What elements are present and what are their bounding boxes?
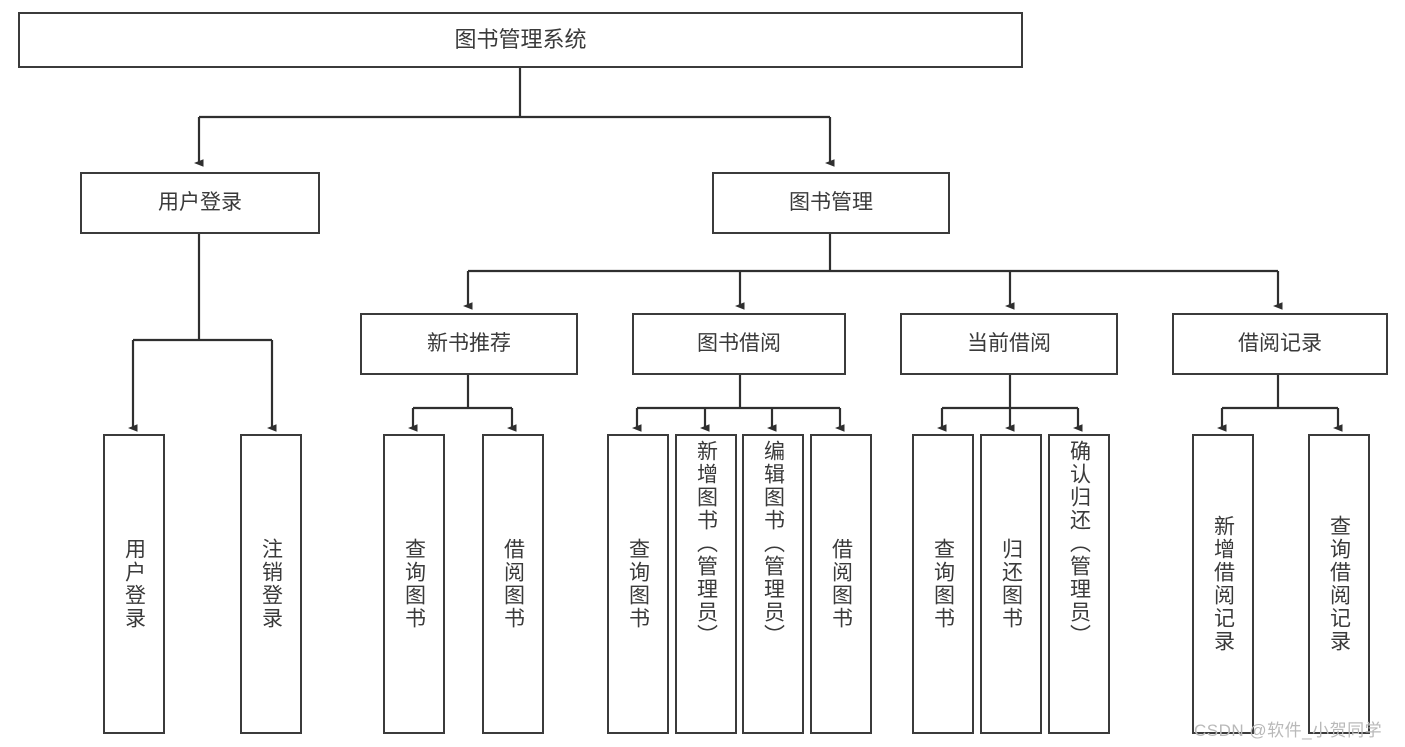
node-label: 注销登录 <box>259 538 283 630</box>
leaf-book-borrow-borrow-book[interactable]: 借阅图书 <box>810 434 872 734</box>
node-label: 查询图书 <box>931 538 955 630</box>
node-label: 归还图书 <box>999 538 1023 630</box>
node-label: 图书管理 <box>789 190 873 214</box>
node-label: 确认归还（管理员） <box>1067 440 1091 647</box>
leaf-user-login-logout[interactable]: 注销登录 <box>240 434 302 734</box>
leaf-new-book-query-book[interactable]: 查询图书 <box>383 434 445 734</box>
leaf-current-borrow-return-book[interactable]: 归还图书 <box>980 434 1042 734</box>
node-borrow-record[interactable]: 借阅记录 <box>1172 313 1388 375</box>
node-book-borrow[interactable]: 图书借阅 <box>632 313 846 375</box>
leaf-book-borrow-add-book-admin[interactable]: 新增图书（管理员） <box>675 434 737 734</box>
node-label: 图书借阅 <box>697 331 781 355</box>
node-label: 当前借阅 <box>967 331 1051 355</box>
node-current-borrow[interactable]: 当前借阅 <box>900 313 1118 375</box>
node-label: 新增图书（管理员） <box>694 440 718 647</box>
node-user-login[interactable]: 用户登录 <box>80 172 320 234</box>
node-label: 用户登录 <box>122 538 146 630</box>
leaf-book-borrow-edit-book-admin[interactable]: 编辑图书（管理员） <box>742 434 804 734</box>
node-label: 查询图书 <box>626 538 650 630</box>
node-label: 新增借阅记录 <box>1211 515 1235 653</box>
node-root-book-management-system[interactable]: 图书管理系统 <box>18 12 1023 68</box>
node-new-book-recommend[interactable]: 新书推荐 <box>360 313 578 375</box>
node-label: 查询借阅记录 <box>1327 515 1351 653</box>
leaf-new-book-borrow-book[interactable]: 借阅图书 <box>482 434 544 734</box>
leaf-borrow-record-query-record[interactable]: 查询借阅记录 <box>1308 434 1370 734</box>
leaf-user-login-login[interactable]: 用户登录 <box>103 434 165 734</box>
leaf-book-borrow-query-book[interactable]: 查询图书 <box>607 434 669 734</box>
node-label: 新书推荐 <box>427 331 511 355</box>
csdn-watermark: CSDN @软件_小贺同学 <box>1194 721 1383 740</box>
node-label: 借阅图书 <box>829 538 853 630</box>
node-label: 图书管理系统 <box>454 27 587 53</box>
node-label: 查询图书 <box>402 538 426 630</box>
node-label: 编辑图书（管理员） <box>761 440 785 647</box>
node-label: 用户登录 <box>158 190 242 214</box>
node-book-management[interactable]: 图书管理 <box>712 172 950 234</box>
leaf-current-borrow-confirm-return-admin[interactable]: 确认归还（管理员） <box>1048 434 1110 734</box>
node-label: 借阅图书 <box>501 538 525 630</box>
leaf-borrow-record-add-record[interactable]: 新增借阅记录 <box>1192 434 1254 734</box>
node-label: 借阅记录 <box>1238 331 1322 355</box>
leaf-current-borrow-query-book[interactable]: 查询图书 <box>912 434 974 734</box>
